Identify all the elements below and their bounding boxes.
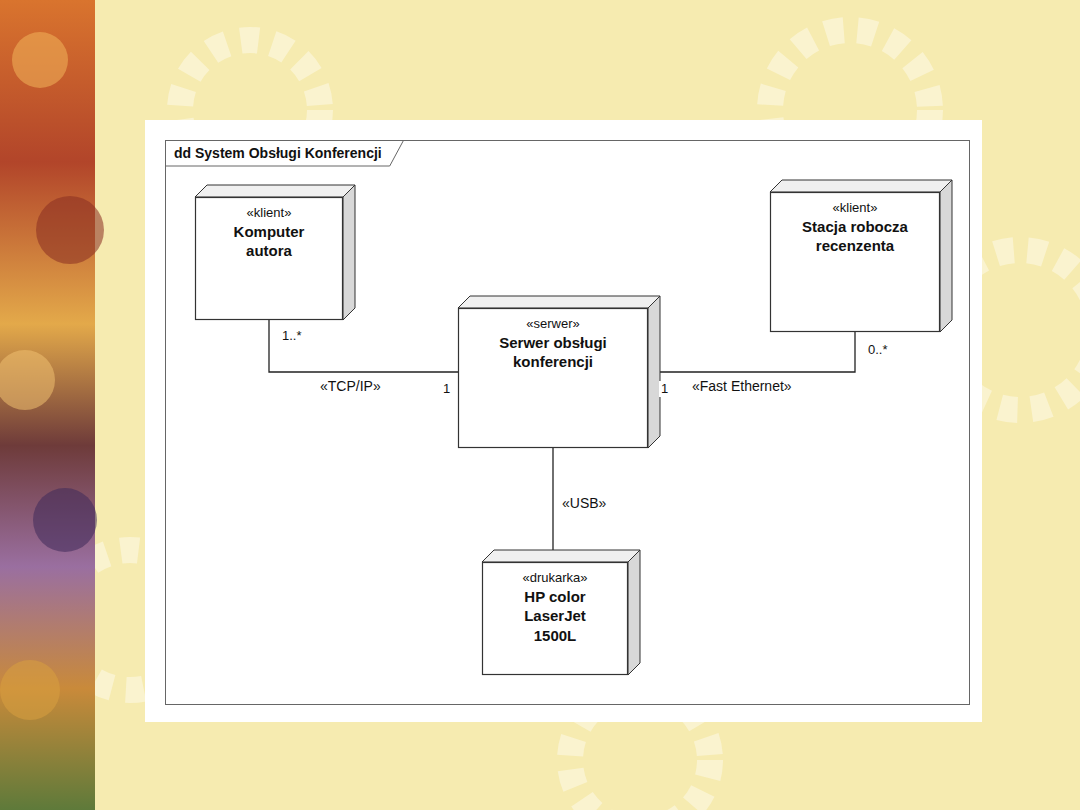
communication-path [660, 332, 855, 372]
multiplicity: 1..* [280, 328, 304, 344]
node-label-area: «klient»Stacja robocza recenzenta [770, 192, 940, 332]
frame-title: dd System Obsługi Konferencji [174, 145, 382, 161]
node-label-area: «drukarka»HP color LaserJet 1500L [482, 562, 628, 675]
node-label-area: «serwer»Serwer obsługi konferencji [458, 308, 648, 448]
edge-stereotype: «Fast Ethernet» [690, 378, 794, 395]
multiplicity: 0..* [866, 342, 890, 358]
client-node: «klient»Komputer autora [195, 185, 355, 320]
edge-stereotype: «TCP/IP» [318, 378, 383, 395]
communication-path [269, 320, 458, 372]
node-name: Stacja robocza recenzenta [785, 217, 925, 256]
node-label-area: «klient»Komputer autora [195, 197, 343, 320]
stereotype: «klient» [778, 200, 932, 217]
server-node: «serwer»Serwer obsługi konferencji [458, 296, 660, 448]
stereotype: «klient» [203, 205, 335, 222]
node-name: HP color LaserJet 1500L [510, 587, 600, 646]
printer-node: «drukarka»HP color LaserJet 1500L [482, 550, 640, 675]
node-name: Serwer obsługi konferencji [478, 333, 628, 372]
multiplicity: 1 [659, 381, 670, 397]
diagram-frame: dd System Obsługi Konferencji«klient»Kom… [165, 140, 970, 705]
communication-path [552, 448, 553, 550]
edge-stereotype: «USB» [560, 495, 608, 512]
client-node: «klient»Stacja robocza recenzenta [770, 180, 952, 332]
stereotype: «serwer» [466, 316, 640, 333]
stereotype: «drukarka» [490, 570, 620, 587]
multiplicity: 1 [441, 381, 452, 397]
node-name: Komputer autora [219, 222, 319, 261]
